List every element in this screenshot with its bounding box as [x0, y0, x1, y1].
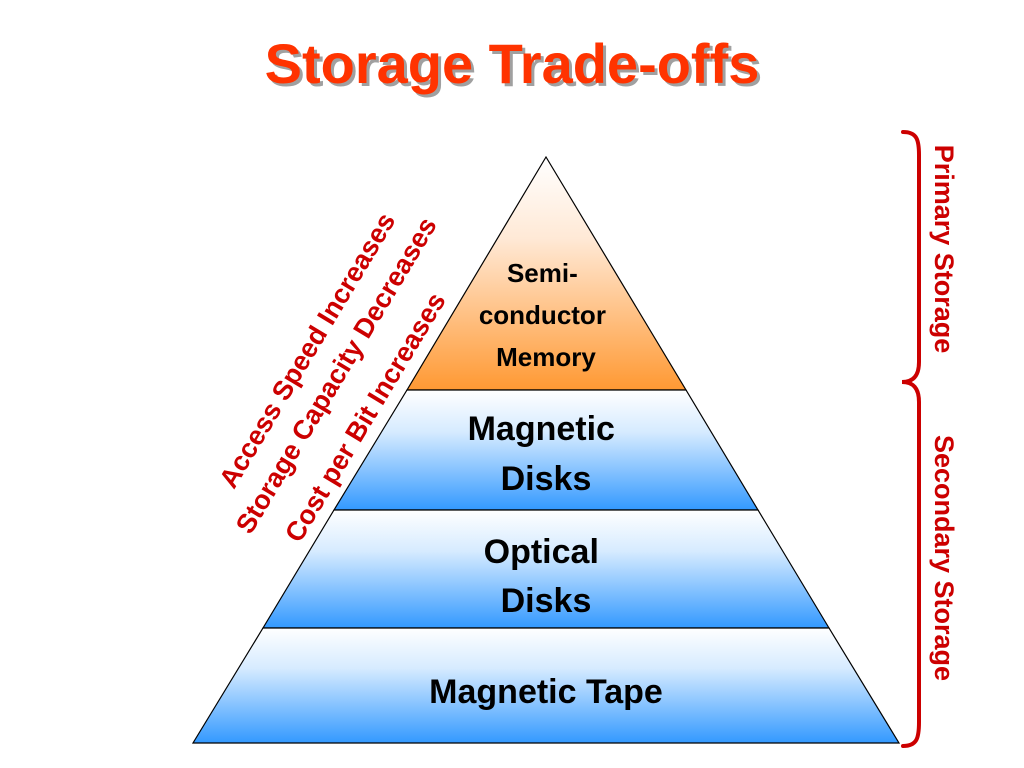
- tier-magnetic-disks-line-1: Magnetic: [468, 410, 615, 448]
- secondary-storage-label: Secondary Storage: [929, 435, 959, 681]
- tier-semiconductor-line-3: Memory: [496, 342, 596, 372]
- tier-optical-disks-line-1: Optical: [484, 533, 599, 571]
- curly-brace: [901, 130, 921, 748]
- tier-semiconductor-line-1: Semi-: [507, 258, 578, 288]
- tier-magnetic-tape-line-1: Magnetic Tape: [429, 673, 663, 711]
- tier-optical-disks-line-2: Disks: [501, 582, 592, 620]
- tier-semiconductor-label: Semi- conductor Memory: [479, 258, 613, 372]
- tier-semiconductor-line-2: conductor: [479, 300, 606, 330]
- tier-magnetic-disks-label: Magnetic Disks: [468, 410, 625, 498]
- tier-magnetic-tape: [191, 627, 901, 744]
- primary-storage-label: Primary Storage: [929, 145, 959, 354]
- slide-title: Storage Trade-offs: [264, 32, 760, 95]
- tier-magnetic-disks-line-2: Disks: [501, 460, 592, 498]
- tier-magnetic-tape-label: Magnetic Tape: [429, 673, 663, 711]
- tier-optical-disks-label: Optical Disks: [484, 533, 609, 620]
